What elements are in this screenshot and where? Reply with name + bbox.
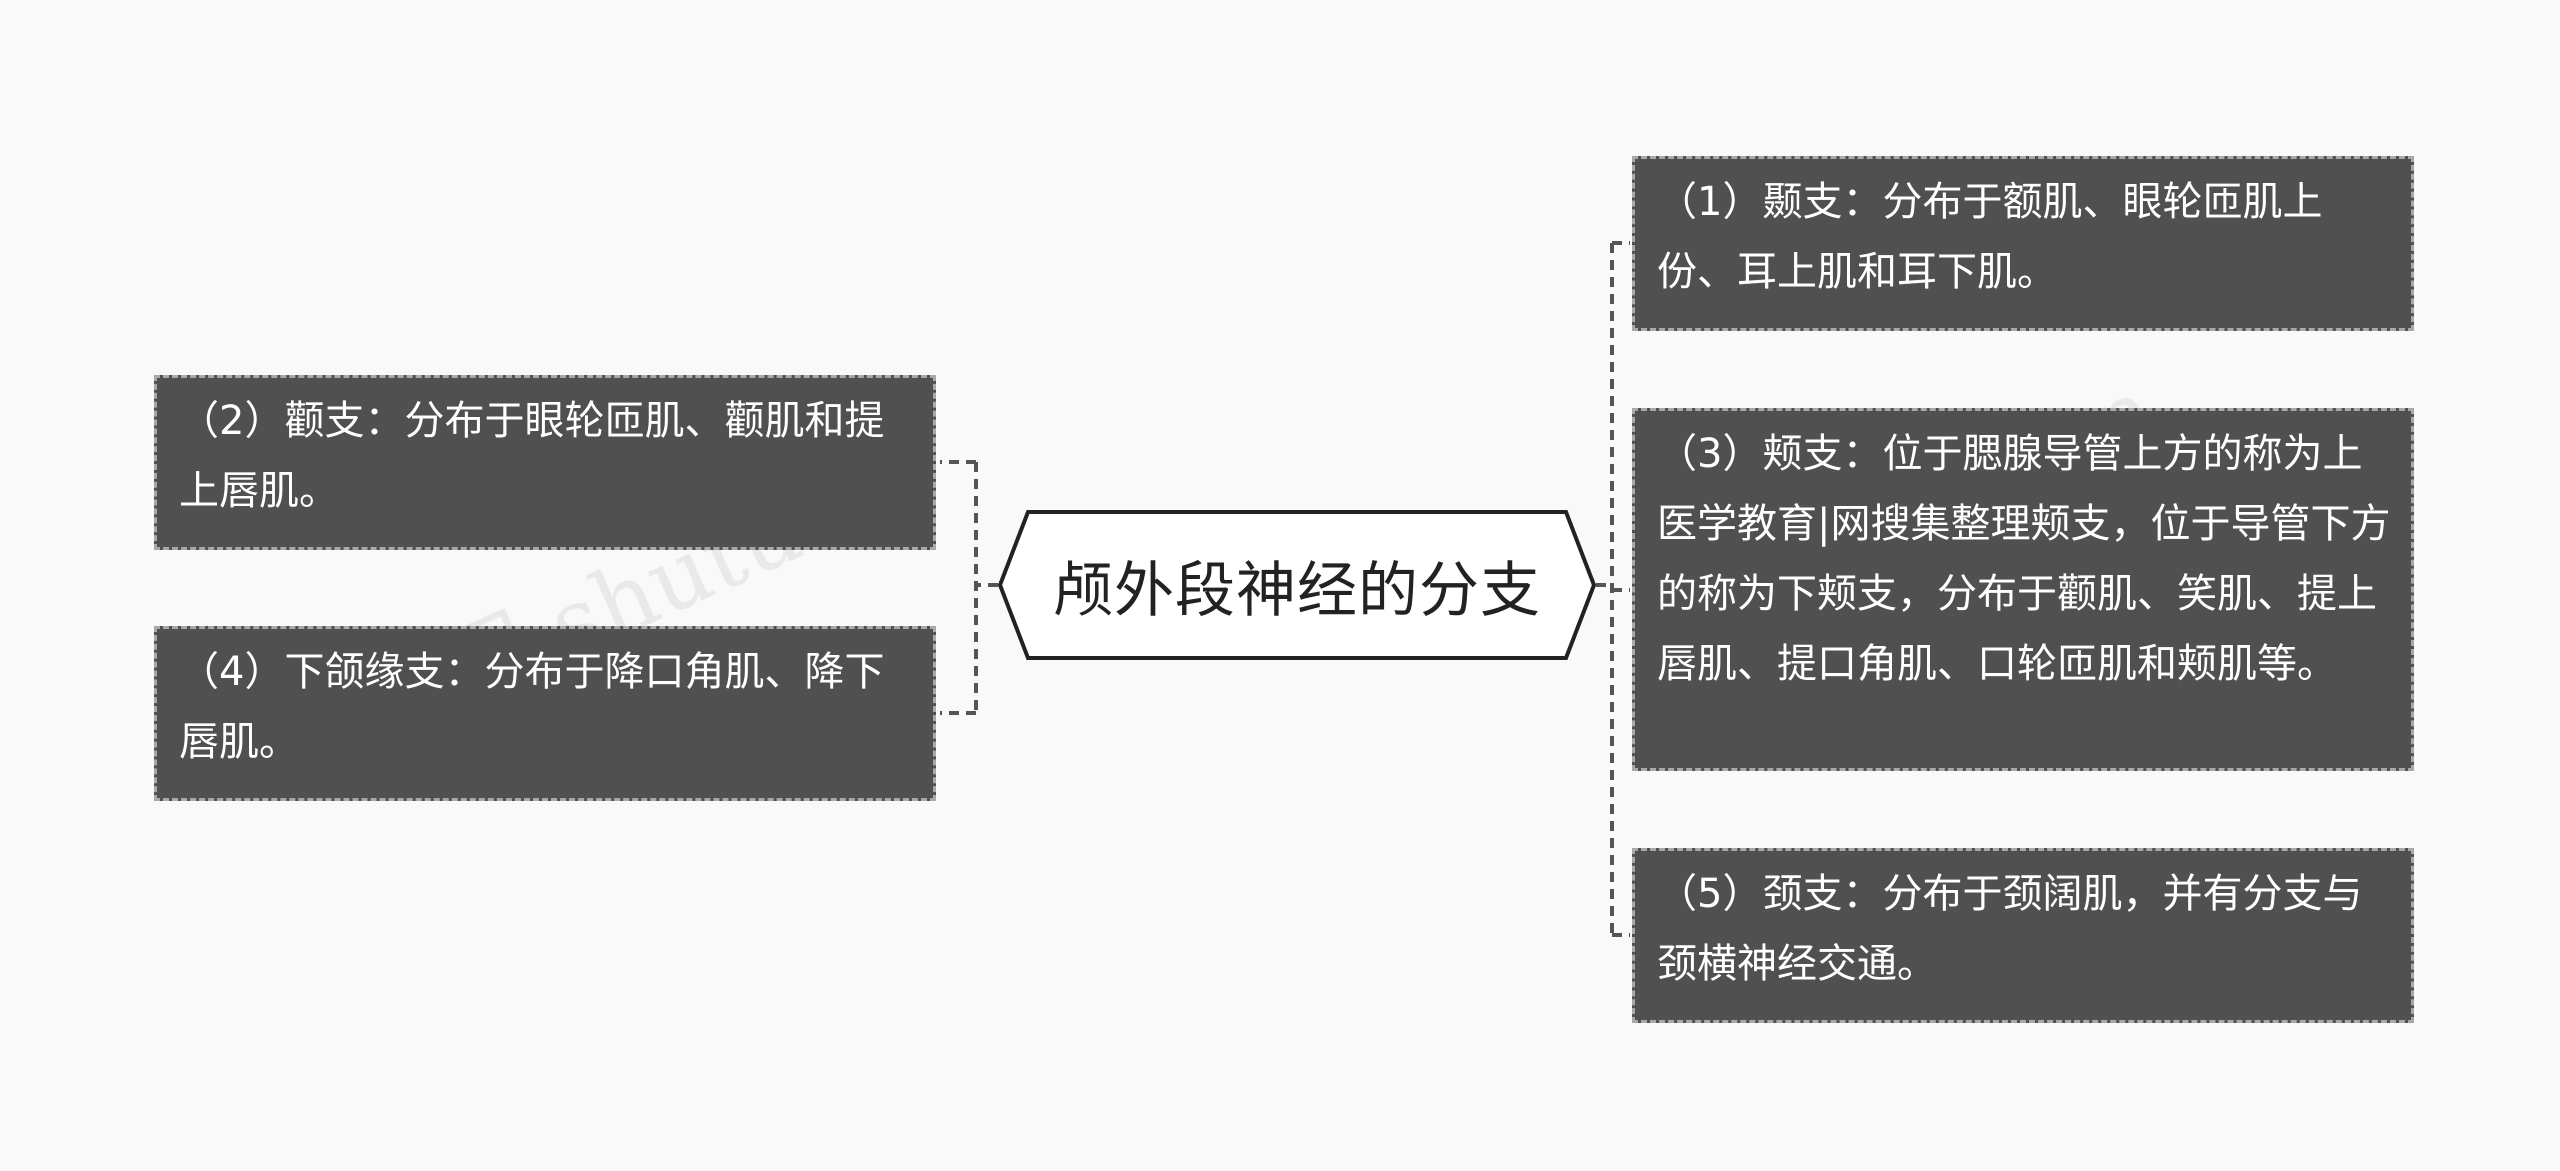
central-topic-node[interactable]: 颅外段神经的分支	[998, 510, 1596, 660]
connector-right-trunk	[1596, 243, 1614, 935]
branch-node-zygomatic[interactable]: （2）颧支：分布于眼轮匝肌、颧肌和提上唇肌。	[154, 375, 936, 550]
central-topic-shape	[998, 510, 1596, 660]
branch-node-buccal[interactable]: （3）颊支：位于腮腺导管上方的称为上医学教育|网搜集整理颊支，位于导管下方的称为…	[1632, 408, 2414, 771]
central-topic-label: 颅外段神经的分支	[1053, 555, 1541, 626]
connector-left-trunk	[974, 462, 998, 713]
branch-node-marginal-mandibular[interactable]: （4）下颌缘支：分布于降口角肌、降下唇肌。	[154, 626, 936, 801]
branch-node-cervical[interactable]: （5）颈支：分布于颈阔肌，并有分支与颈横神经交通。	[1632, 848, 2414, 1023]
branch-node-temporal[interactable]: （1）颞支：分布于额肌、眼轮匝肌上份、耳上肌和耳下肌。	[1632, 156, 2414, 331]
